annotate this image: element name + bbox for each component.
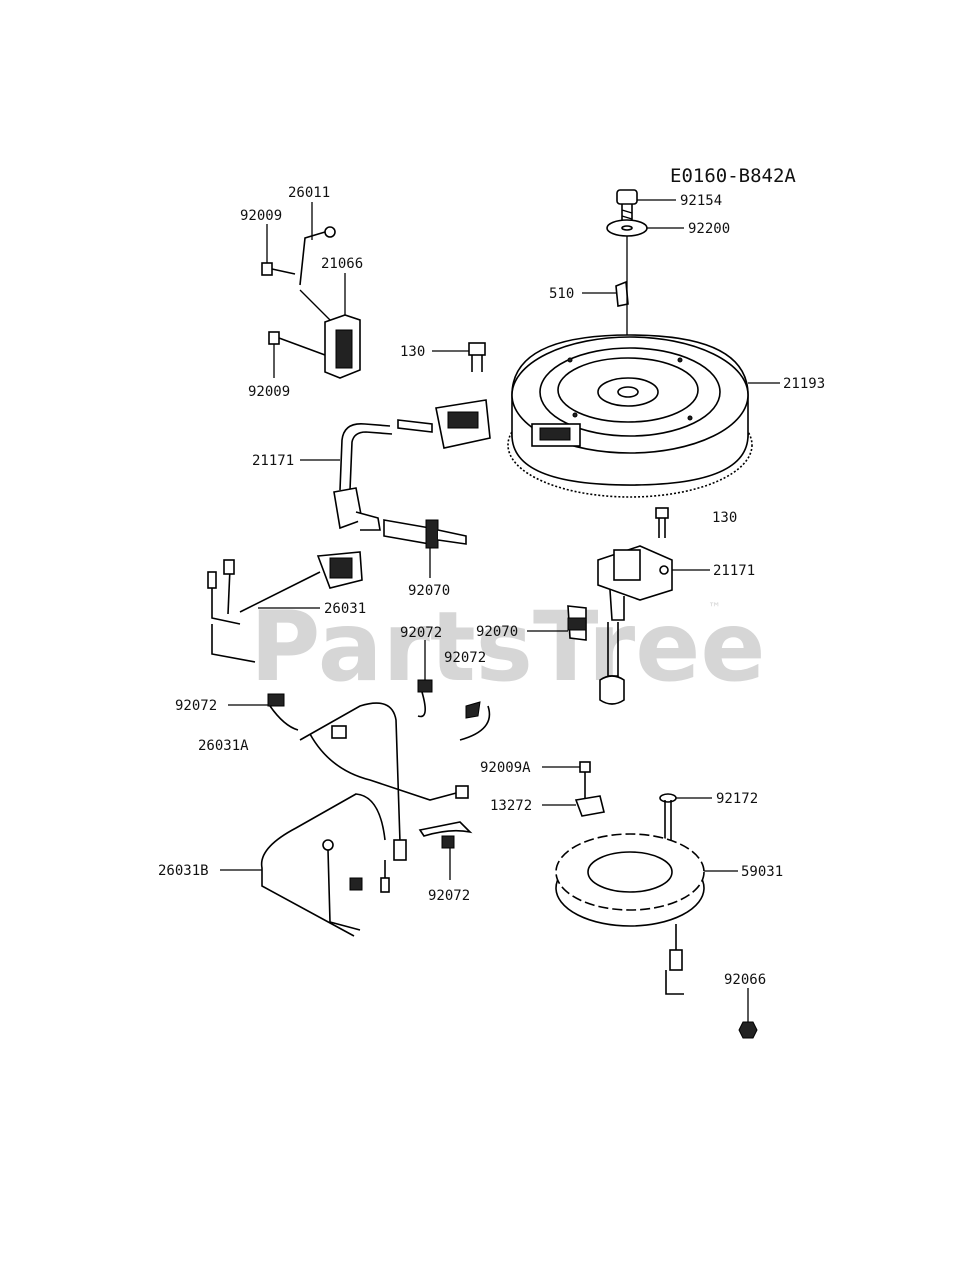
label-21066[interactable]: 21066	[321, 256, 363, 272]
label-92172[interactable]: 92172	[716, 791, 758, 807]
rectifier-21066[interactable]	[299, 289, 361, 379]
label-92070-right[interactable]: 92070	[476, 624, 518, 640]
label-59031[interactable]: 59031	[741, 864, 783, 880]
label-92200[interactable]: 92200	[688, 221, 730, 237]
screw-92009A[interactable]	[579, 761, 591, 800]
bracket-13272[interactable]	[574, 795, 605, 817]
label-21171-left[interactable]: 21171	[252, 453, 294, 469]
flywheel-21193[interactable]	[507, 334, 753, 498]
label-92070-left[interactable]: 92070	[408, 583, 450, 599]
label-92154[interactable]: 92154	[680, 193, 722, 209]
label-130-right[interactable]: 130	[712, 510, 737, 526]
spark-plug-92070-left[interactable]	[383, 519, 467, 549]
clip-92072-left[interactable]	[267, 693, 299, 731]
harness-26031B[interactable]	[260, 793, 390, 937]
label-92072-d[interactable]: 92072	[428, 888, 470, 904]
diagram-code: E0160-B842A	[670, 165, 796, 187]
washer-92200[interactable]	[606, 219, 648, 237]
label-130-top[interactable]: 130	[400, 344, 425, 360]
label-26011[interactable]: 26011	[288, 185, 330, 201]
screw-92009-top[interactable]	[261, 262, 296, 276]
label-92009A[interactable]: 92009A	[480, 760, 531, 776]
bolt-130-top[interactable]	[468, 342, 486, 372]
screw-92009-bottom[interactable]	[268, 331, 326, 356]
label-26031B[interactable]: 26031B	[158, 863, 209, 879]
label-26031[interactable]: 26031	[324, 601, 366, 617]
label-21193[interactable]: 21193	[783, 376, 825, 392]
watermark-trademark: ™	[708, 601, 721, 616]
clip-92072-upper[interactable]	[417, 679, 491, 741]
ignition-coil-21171-right[interactable]	[597, 545, 673, 621]
label-92009-top[interactable]: 92009	[240, 208, 282, 224]
nut-92066[interactable]	[738, 1021, 758, 1039]
label-92009-bottom[interactable]: 92009	[248, 384, 290, 400]
label-21171-right[interactable]: 21171	[713, 563, 755, 579]
key-510[interactable]	[615, 280, 629, 307]
label-92066[interactable]: 92066	[724, 972, 766, 988]
stator-59031[interactable]	[555, 833, 705, 995]
screw-92172[interactable]	[659, 793, 677, 840]
label-92072-a[interactable]: 92072	[400, 625, 442, 641]
clip-92072-lower[interactable]	[418, 821, 473, 849]
harness-26031A[interactable]	[299, 702, 469, 861]
label-92072-b[interactable]: 92072	[444, 650, 486, 666]
bolt-130-right[interactable]	[655, 507, 669, 538]
label-510[interactable]: 510	[549, 286, 574, 302]
harness-26031[interactable]	[207, 551, 363, 663]
watermark: PartsTree ™	[250, 591, 765, 703]
watermark-text: PartsTree	[250, 591, 765, 703]
ignition-coil-21171-left[interactable]	[333, 399, 491, 531]
label-92072-c[interactable]: 92072	[175, 698, 217, 714]
label-13272[interactable]: 13272	[490, 798, 532, 814]
label-26031A[interactable]: 26031A	[198, 738, 249, 754]
spark-plug-92070-right[interactable]	[567, 605, 625, 705]
wire-26011[interactable]	[299, 226, 336, 286]
